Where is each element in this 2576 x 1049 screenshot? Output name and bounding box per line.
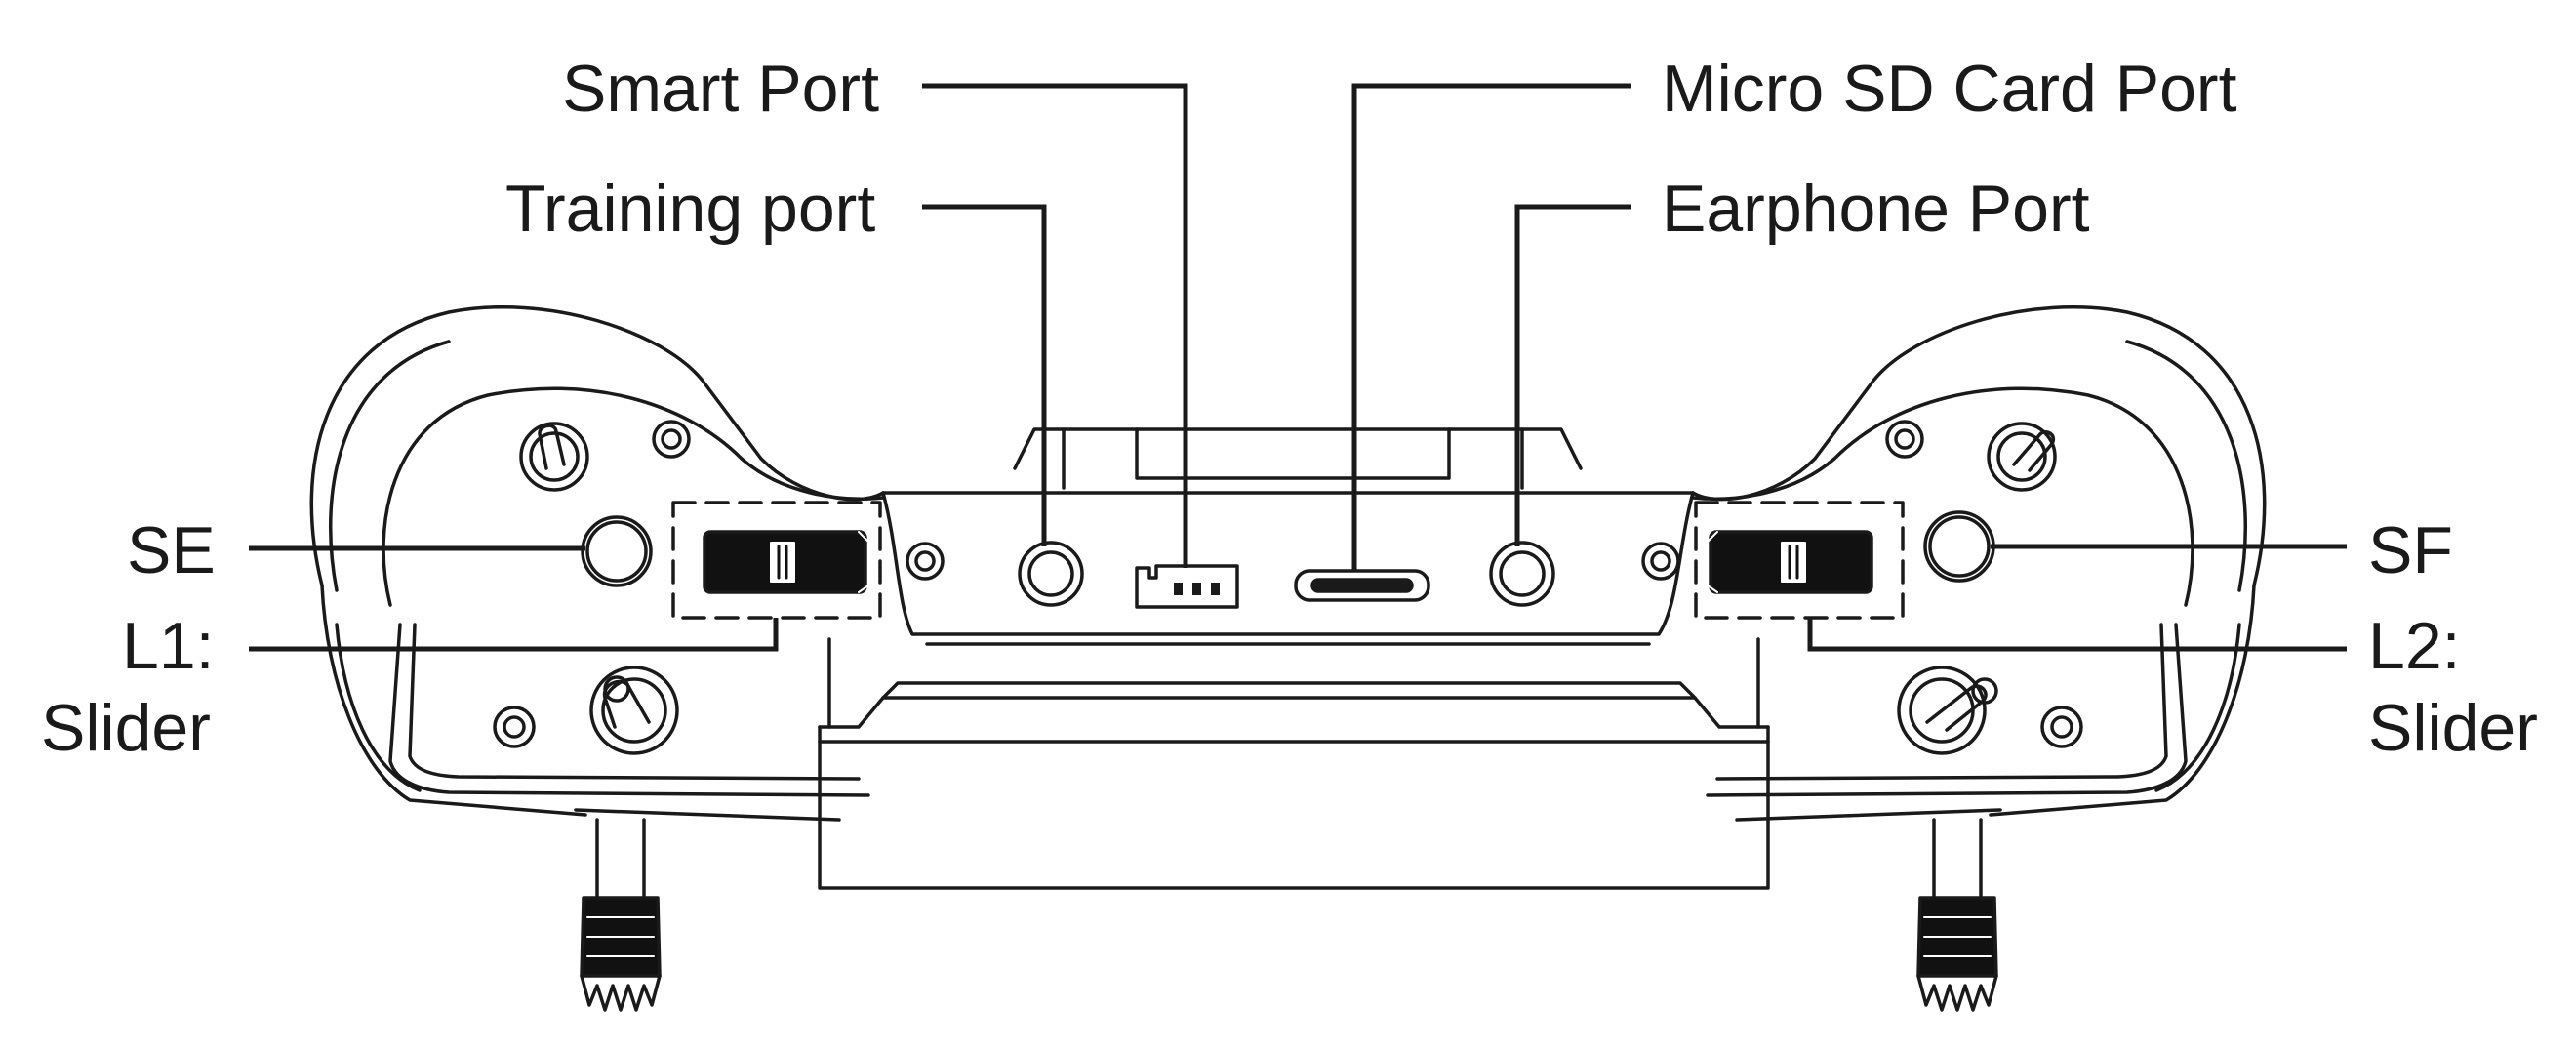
l1-slider-label: Slider bbox=[41, 691, 211, 765]
l2-label: L2: bbox=[2368, 609, 2461, 683]
l2-slider-label: Slider bbox=[2368, 691, 2538, 765]
right-upper-stick-icon bbox=[1987, 422, 2057, 492]
left-upper-stick-icon bbox=[519, 422, 589, 492]
l2-slider-icon bbox=[1694, 501, 1905, 620]
sf-label: SF bbox=[2368, 513, 2453, 587]
right-center-screw-icon bbox=[1641, 542, 1680, 581]
se-button-icon bbox=[581, 515, 653, 587]
smart-port-icon bbox=[1135, 564, 1239, 609]
l1-slider-leader bbox=[249, 618, 779, 652]
sf-button-icon bbox=[1923, 510, 1995, 583]
training-port-label: Training port bbox=[505, 172, 876, 246]
carry-handle bbox=[818, 637, 1770, 890]
leader-lines bbox=[249, 83, 2347, 652]
micro-sd-card-port-label: Micro SD Card Port bbox=[1662, 52, 2237, 126]
left-center-screw-icon bbox=[906, 542, 945, 581]
right-antenna-icon bbox=[1916, 818, 1998, 1012]
left-upper-screw-icon bbox=[652, 420, 691, 459]
micro-sd-card-port-leader bbox=[1351, 83, 1631, 571]
training-port-leader bbox=[922, 204, 1047, 546]
l2-slider-leader bbox=[1807, 618, 2347, 652]
l1-label: L1: bbox=[122, 609, 215, 683]
right-upper-screw-icon bbox=[1885, 420, 1924, 459]
right-lower-screw-icon bbox=[2040, 706, 2083, 748]
left-controls bbox=[493, 420, 945, 755]
left-lower-screw-icon bbox=[493, 706, 536, 748]
smart-port-leader bbox=[922, 83, 1188, 568]
micro-sd-card-port-icon bbox=[1294, 569, 1430, 602]
right-grip bbox=[1691, 305, 2267, 822]
right-lower-stick-icon bbox=[1897, 666, 1998, 755]
earphone-port-label: Earphone Port bbox=[1662, 172, 2090, 246]
left-lower-stick-icon bbox=[589, 666, 679, 755]
smart-port-label: Smart Port bbox=[562, 52, 879, 126]
earphone-port-icon bbox=[1489, 541, 1555, 607]
center-body bbox=[881, 427, 1695, 646]
right-controls bbox=[1641, 420, 2083, 755]
training-port-icon bbox=[1018, 541, 1084, 607]
l1-slider-icon bbox=[671, 501, 882, 620]
se-label: SE bbox=[127, 513, 216, 587]
left-antenna-icon bbox=[580, 818, 662, 1012]
earphone-port-leader bbox=[1514, 204, 1631, 546]
